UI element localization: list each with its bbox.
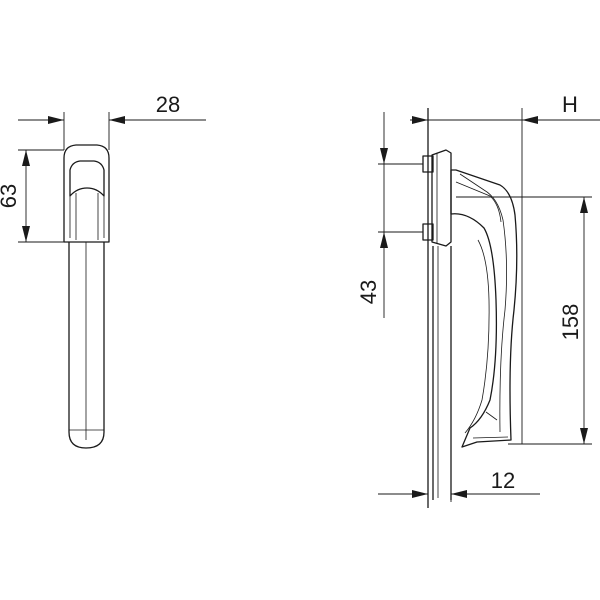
front-rosette	[63, 144, 110, 243]
side-view: H 43 158 12	[356, 92, 600, 508]
front-grip-recess	[69, 160, 105, 197]
side-rosette	[431, 149, 452, 247]
dim-height-base: 63	[0, 184, 21, 208]
dim-offset: 12	[491, 468, 515, 493]
front-lever-shaft	[68, 242, 105, 449]
dim-width-front: 28	[156, 92, 180, 117]
dim-height-h: H	[562, 92, 578, 117]
front-view: 28 63	[0, 92, 206, 449]
dim-total-length: 158	[558, 304, 583, 341]
dim-spindle-spacing: 43	[356, 280, 381, 304]
side-lever-handle	[450, 169, 518, 448]
